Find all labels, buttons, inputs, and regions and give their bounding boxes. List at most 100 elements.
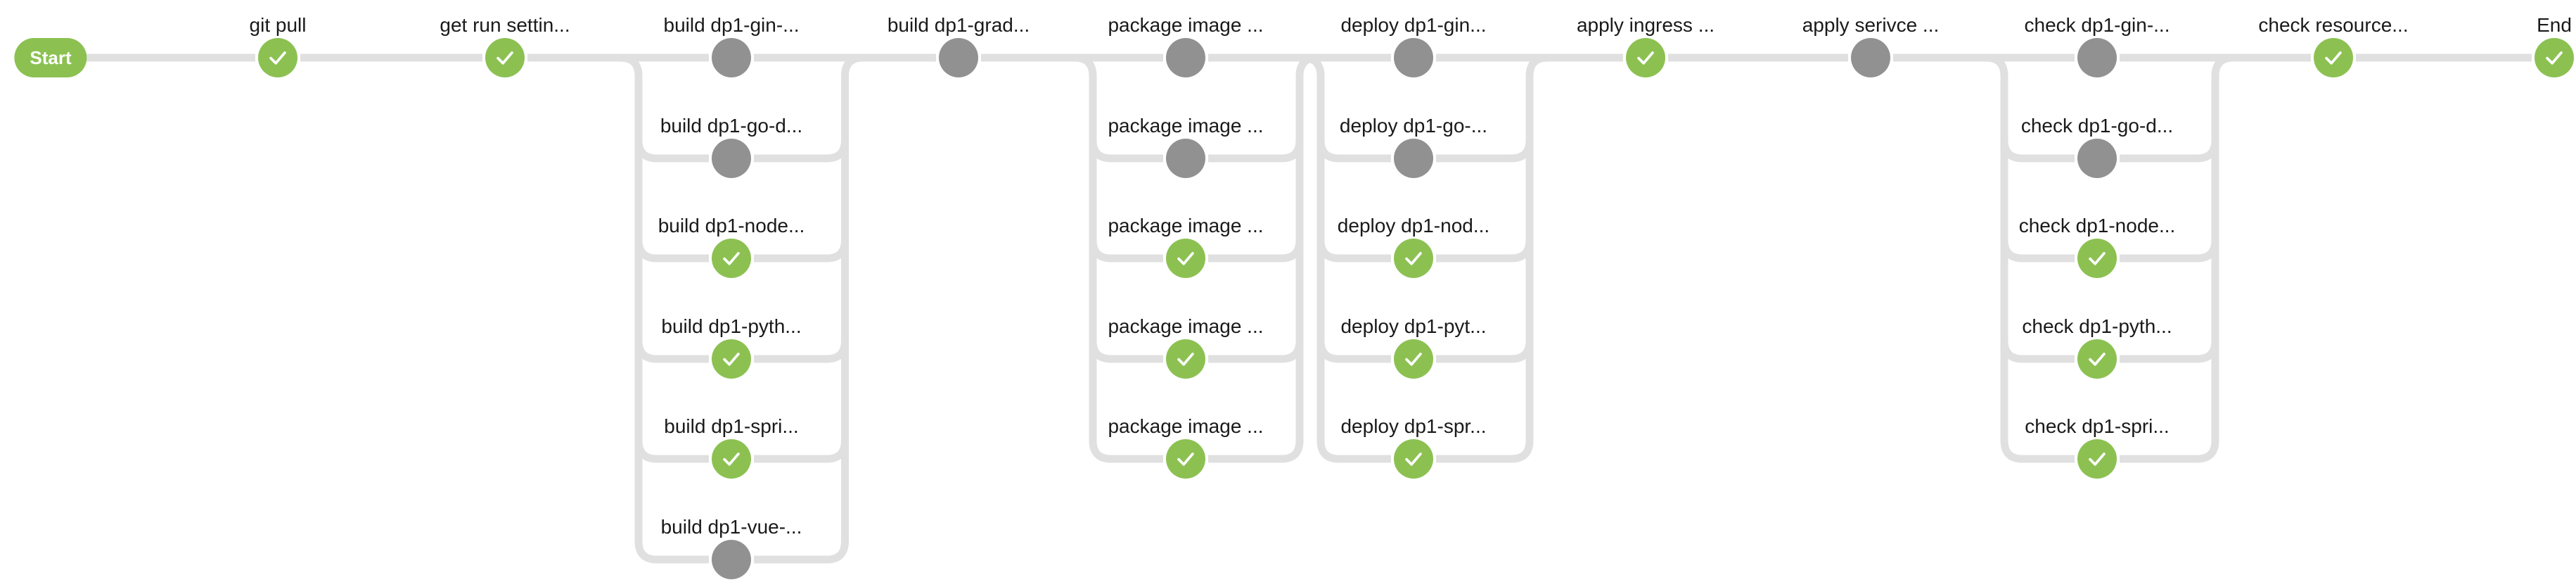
check-icon — [1637, 51, 1654, 65]
node-label-git-pull: git pull — [249, 14, 307, 36]
status-pending-icon[interactable] — [1394, 38, 1433, 77]
node-label-deploy-dp1-pyt: deploy dp1-pyt... — [1340, 315, 1487, 337]
status-pending-icon[interactable] — [712, 540, 751, 579]
pipeline-node-check-dp1-node[interactable] — [2077, 239, 2117, 278]
pipeline-node-check-dp1-go-d[interactable] — [2077, 139, 2117, 178]
node-label-apply-ingress: apply ingress ... — [1576, 14, 1715, 36]
status-success-icon[interactable] — [1626, 38, 1665, 77]
node-label-check-dp1-go-d: check dp1-go-d... — [2020, 115, 2174, 137]
terminal-node-start[interactable]: Start — [14, 38, 87, 77]
pipeline-node-build-dp1-spri[interactable] — [712, 439, 751, 479]
status-success-icon[interactable] — [2077, 439, 2117, 479]
pipeline-node-package-image[interactable] — [1166, 139, 1205, 178]
check-icon — [723, 353, 740, 366]
status-pending-icon[interactable] — [2077, 38, 2117, 77]
status-pending-icon[interactable] — [712, 38, 751, 77]
node-label-deploy-dp1-go: deploy dp1-go-... — [1339, 115, 1488, 137]
status-pending-icon[interactable] — [712, 139, 751, 178]
check-icon — [1177, 252, 1194, 265]
status-success-icon[interactable] — [2535, 38, 2574, 77]
node-label-package-image: package image ... — [1108, 315, 1264, 337]
pipeline-node-deploy-dp1-spr[interactable] — [1394, 439, 1433, 479]
pipeline-node-build-dp1-grad[interactable] — [939, 38, 978, 77]
status-success-icon[interactable] — [1166, 339, 1205, 379]
pipeline-node-end[interactable] — [2535, 38, 2574, 77]
node-label-build-dp1-vue: build dp1-vue-... — [660, 516, 802, 538]
check-icon — [1177, 353, 1194, 366]
pipeline-node-deploy-dp1-pyt[interactable] — [1394, 339, 1433, 379]
pipeline-node-deploy-dp1-go[interactable] — [1394, 139, 1433, 178]
status-success-icon[interactable] — [485, 38, 525, 77]
pipeline-node-check-dp1-spri[interactable] — [2077, 439, 2117, 479]
status-pending-icon[interactable] — [1166, 38, 1205, 77]
node-label-package-image: package image ... — [1108, 215, 1264, 236]
pipeline-node-check-dp1-pyth[interactable] — [2077, 339, 2117, 379]
check-icon — [2089, 453, 2106, 466]
node-label-build-dp1-node: build dp1-node... — [658, 215, 805, 236]
node-label-build-dp1-gin: build dp1-gin-... — [663, 14, 800, 36]
node-label-check-resource: check resource... — [2258, 14, 2409, 36]
check-icon — [1177, 453, 1194, 466]
pipeline-node-build-dp1-go-d[interactable] — [712, 139, 751, 178]
status-success-icon[interactable] — [712, 439, 751, 479]
status-pending-icon[interactable] — [1394, 139, 1433, 178]
pipeline-node-get-run-settin[interactable] — [485, 38, 525, 77]
pipeline-node-package-image[interactable] — [1166, 439, 1205, 479]
check-icon — [496, 51, 513, 65]
status-success-icon[interactable] — [2077, 339, 2117, 379]
pipeline-node-check-resource[interactable] — [2314, 38, 2353, 77]
status-success-icon[interactable] — [1394, 439, 1433, 479]
node-label-check-dp1-node: check dp1-node... — [2018, 215, 2176, 236]
node-label-deploy-dp1-gin: deploy dp1-gin... — [1340, 14, 1487, 36]
pipeline-node-build-dp1-gin[interactable] — [712, 38, 751, 77]
pipeline-node-package-image[interactable] — [1166, 239, 1205, 278]
pipeline-node-build-dp1-vue[interactable] — [712, 540, 751, 579]
pipeline-node-check-dp1-gin[interactable] — [2077, 38, 2117, 77]
status-success-icon[interactable] — [1166, 239, 1205, 278]
status-success-icon[interactable] — [2077, 239, 2117, 278]
node-label-build-dp1-go-d: build dp1-go-d... — [660, 115, 803, 137]
node-label-package-image: package image ... — [1108, 115, 1264, 137]
check-icon — [269, 51, 286, 65]
node-label-apply-serivce: apply serivce ... — [1802, 14, 1940, 36]
node-label-end: End — [2537, 14, 2572, 36]
check-icon — [2325, 51, 2342, 65]
node-label-deploy-dp1-spr: deploy dp1-spr... — [1340, 415, 1487, 437]
status-success-icon[interactable] — [1394, 339, 1433, 379]
check-icon — [723, 252, 740, 265]
pipeline-node-apply-serivce[interactable] — [1851, 38, 1890, 77]
check-icon — [2089, 252, 2106, 265]
pipeline-node-package-image[interactable] — [1166, 339, 1205, 379]
node-label-check-dp1-gin: check dp1-gin-... — [2024, 14, 2170, 36]
pipeline-node-apply-ingress[interactable] — [1626, 38, 1665, 77]
check-icon — [1405, 453, 1422, 466]
check-icon — [2546, 51, 2563, 65]
node-label-build-dp1-spri: build dp1-spri... — [664, 415, 799, 437]
status-success-icon[interactable] — [712, 239, 751, 278]
pipeline-node-build-dp1-node[interactable] — [712, 239, 751, 278]
status-pending-icon[interactable] — [2077, 139, 2117, 178]
node-label-package-image: package image ... — [1108, 14, 1264, 36]
status-success-icon[interactable] — [258, 38, 297, 77]
node-label-build-dp1-pyth: build dp1-pyth... — [661, 315, 802, 337]
pipeline-node-git-pull[interactable] — [258, 38, 297, 77]
status-success-icon[interactable] — [1166, 439, 1205, 479]
status-pending-icon[interactable] — [1166, 139, 1205, 178]
status-pending-icon[interactable] — [1851, 38, 1890, 77]
pipeline-node-deploy-dp1-gin[interactable] — [1394, 38, 1433, 77]
node-label-package-image: package image ... — [1108, 415, 1264, 437]
node-label-get-run-settin: get run settin... — [440, 14, 570, 36]
pipeline-node-deploy-dp1-nod[interactable] — [1394, 239, 1433, 278]
pipeline-node-build-dp1-pyth[interactable] — [712, 339, 751, 379]
check-icon — [1405, 353, 1422, 366]
check-icon — [1405, 252, 1422, 265]
pipeline-node-package-image[interactable] — [1166, 38, 1205, 77]
status-success-icon[interactable] — [1394, 239, 1433, 278]
status-pending-icon[interactable] — [939, 38, 978, 77]
pipeline-node-start[interactable]: Start — [14, 38, 87, 77]
node-label-build-dp1-grad: build dp1-grad... — [887, 14, 1030, 36]
status-success-icon[interactable] — [2314, 38, 2353, 77]
status-success-icon[interactable] — [712, 339, 751, 379]
